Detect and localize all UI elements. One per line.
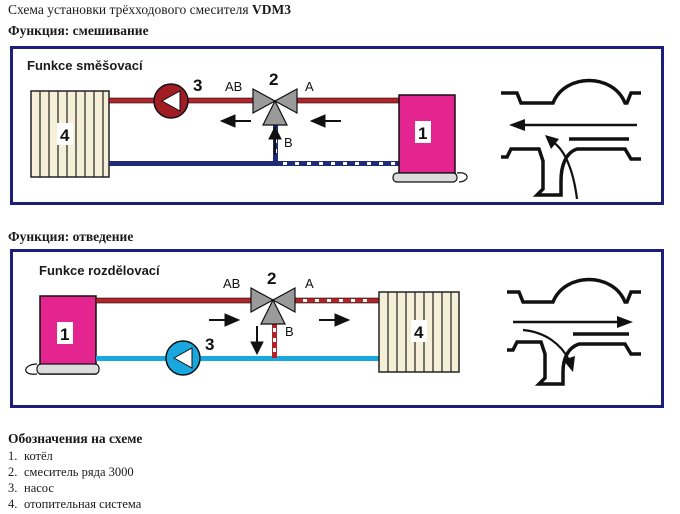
cold-return-pipe	[109, 161, 399, 166]
legend-item: 1.котёл	[8, 449, 53, 463]
legend-item: 4.отопительная система	[8, 497, 142, 511]
label-port-ab: AB	[225, 79, 242, 94]
mixing-diagram: 4	[30, 70, 641, 200]
label-port-a: A	[305, 276, 314, 291]
label-port-b: B	[285, 324, 294, 339]
section-label-mixing: Функция: смешивание	[8, 23, 149, 38]
panel-caption-diverting: Funkce rozdělovací	[39, 263, 160, 278]
flow-arrows	[219, 114, 341, 155]
label-heating-system: 4	[60, 126, 70, 145]
page-title-text: Схема установки трёхходового смесителя	[8, 2, 249, 17]
radiator-heating-system	[30, 90, 110, 178]
label-boiler: 1	[60, 325, 69, 344]
pump-circulation	[153, 83, 189, 119]
panel-caption-mixing: Funkce směšovací	[27, 58, 143, 73]
pump-circulation	[165, 340, 201, 376]
panel-mixing: Funkce směšovací 4	[10, 46, 664, 205]
label-mixer: 2	[267, 269, 276, 288]
cold-return-pipe	[96, 356, 379, 361]
panel-diverting: Funkce rozdělovací 1	[10, 249, 664, 408]
three-way-mixing-valve	[252, 87, 298, 126]
label-pump: 3	[193, 76, 202, 95]
label-pump: 3	[205, 335, 214, 354]
diverting-diagram: 1 3	[25, 269, 641, 386]
label-port-b: B	[284, 135, 293, 150]
label-port-a: A	[305, 79, 314, 94]
hot-supply-pipe	[95, 297, 382, 304]
label-heating-system: 4	[414, 323, 424, 342]
page-title-model: VDM3	[251, 2, 291, 17]
label-mixer: 2	[269, 70, 278, 89]
flow-arrows	[209, 313, 351, 356]
label-port-ab: AB	[223, 276, 240, 291]
valve-section-diverting-arrowheads	[563, 316, 633, 372]
valve-section-mixing	[501, 78, 641, 200]
section-label-diverting: Функция: отведение	[8, 229, 134, 244]
radiator-heating-system	[378, 291, 460, 373]
legend-list: 1.котёл 2.смеситель ряда 3000 3.насос 4.…	[8, 448, 141, 512]
label-boiler: 1	[418, 124, 427, 143]
legend-title: Обозначения на схеме	[8, 431, 143, 446]
boiler	[392, 94, 468, 183]
three-way-diverting-valve	[250, 286, 296, 325]
legend-item: 2.смеситель ряда 3000	[8, 465, 134, 479]
valve-section-diverting	[507, 277, 641, 386]
valve-section-mixing-arrowheads	[509, 119, 559, 149]
legend-item: 3.насос	[8, 481, 54, 495]
page-title: Схема установки трёхходового смесителя V…	[8, 2, 291, 18]
boiler	[25, 295, 100, 375]
